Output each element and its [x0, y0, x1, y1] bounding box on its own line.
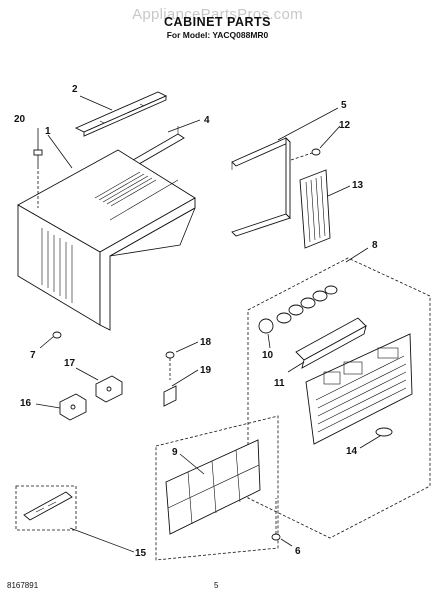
callout-10: 10 — [262, 350, 274, 361]
part-clip — [163, 385, 177, 407]
part-front-panel — [305, 333, 413, 445]
callout-2: 2 — [72, 84, 78, 95]
part-screw-6 — [271, 498, 281, 541]
callout-16: 16 — [20, 398, 32, 409]
callout-12: 12 — [339, 120, 351, 131]
part-bracket-17 — [95, 375, 123, 403]
callout-8: 8 — [372, 240, 378, 251]
callout-9: 9 — [172, 447, 178, 458]
watermark: AppliancePartsPros.com — [132, 6, 303, 23]
part-screw-12 — [290, 148, 321, 161]
callout-17: 17 — [64, 358, 76, 369]
part-cabinet — [17, 149, 196, 331]
callout-5: 5 — [341, 100, 347, 111]
callout-4: 4 — [204, 115, 210, 126]
part-side-panel — [299, 169, 331, 249]
part-bracket-16 — [59, 393, 87, 421]
cabinet-top-louvers — [94, 171, 157, 207]
callout-19: 19 — [200, 365, 212, 376]
callout-6: 6 — [295, 546, 301, 557]
callout-14: 14 — [346, 446, 358, 457]
part-frame — [231, 136, 291, 237]
part-remote-control — [15, 485, 77, 531]
callout-labels: 1 2 4 5 6 7 8 9 10 11 12 13 14 15 16 17 … — [14, 84, 378, 559]
part-front-assembly-group — [247, 257, 431, 539]
part-air-filter — [155, 415, 279, 561]
callout-11: 11 — [274, 378, 285, 389]
callout-1: 1 — [45, 126, 51, 137]
leader-lines — [35, 95, 381, 553]
callout-20: 20 — [14, 114, 26, 125]
page-title: CABINET PARTS — [164, 15, 271, 29]
cabinet-side-grille — [41, 228, 73, 303]
part-screw-18 — [165, 351, 175, 380]
page-number: 5 — [214, 581, 219, 590]
part-top-rail — [74, 91, 168, 137]
callout-15: 15 — [135, 548, 147, 559]
part-screw-7 — [52, 331, 62, 339]
callout-7: 7 — [30, 350, 36, 361]
model-subtitle: For Model: YACQ088MR0 — [166, 30, 269, 40]
callout-18: 18 — [200, 337, 212, 348]
part-louver — [258, 285, 338, 334]
part-vane — [295, 317, 367, 369]
callout-13: 13 — [352, 180, 364, 191]
document-number: 8167891 — [7, 581, 39, 590]
